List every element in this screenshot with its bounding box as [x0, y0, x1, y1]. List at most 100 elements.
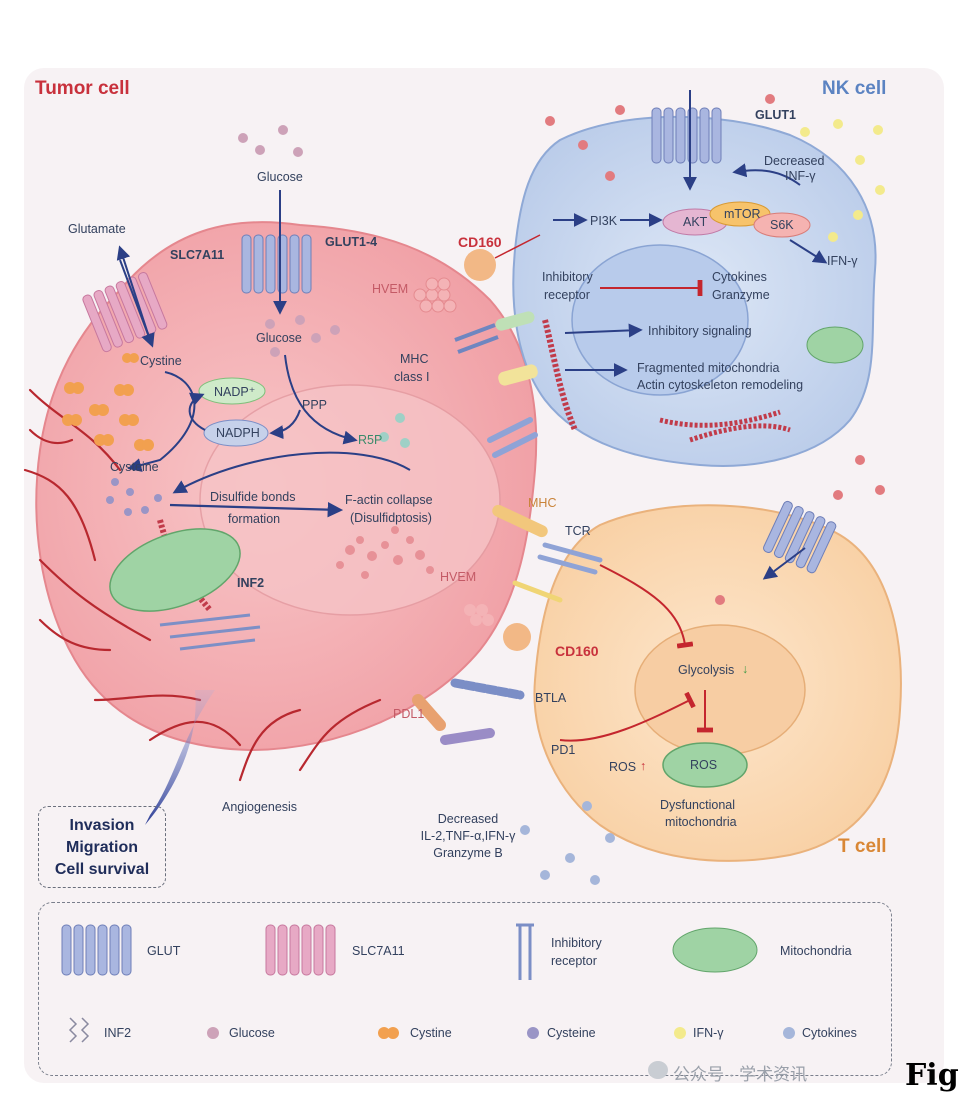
- pd1-inhibit-line: [559, 691, 696, 742]
- cystine-dots-nk: [545, 94, 885, 605]
- glucose-molecules: [238, 125, 340, 357]
- legend-ifn-label: IFN-γ: [693, 1026, 724, 1040]
- invasion-arrow: [145, 690, 215, 825]
- mtor-label: mTOR: [724, 207, 761, 221]
- pd1-label: PD1: [551, 743, 576, 757]
- btla-label: BTLA: [535, 691, 567, 705]
- hvem-mid-label: HVEM: [440, 570, 477, 584]
- nk-decreased-label-1: Decreased: [764, 154, 825, 168]
- tumor-mitochondrion: [109, 528, 241, 612]
- t-mitochondrion: [662, 742, 748, 788]
- endoplasmic-reticulum: [159, 613, 261, 651]
- pdl1-label: PDL1: [393, 707, 425, 721]
- hvem-top-label: HVEM: [372, 282, 409, 296]
- ppp-arrow: [284, 354, 358, 445]
- cd160-t-ligand: [503, 623, 531, 651]
- mhc-class1-label-1: MHC: [400, 352, 429, 366]
- cd160-t-label: CD160: [555, 643, 599, 659]
- factin-label-1: F-actin collapse: [345, 493, 433, 507]
- mhc-label: MHC: [528, 496, 557, 510]
- nk-receptor-green: [495, 311, 535, 331]
- ros-left-label: ROS: [609, 760, 637, 774]
- t-glucose-arrow: [762, 547, 806, 580]
- tcr-inhibit-line: [599, 564, 694, 649]
- t-decreased-label-2: IL-2,TNF-α,IFN-γ: [420, 829, 516, 843]
- inhib-signaling-label: Inhibitory signaling: [648, 324, 752, 338]
- nk-inhib-label-2: receptor: [544, 288, 590, 302]
- btla-chain: [450, 678, 525, 700]
- nk-nucleus: [571, 244, 749, 396]
- legend-cysteine-glyph: [527, 1027, 539, 1039]
- legend-glucose-label: Glucose: [229, 1026, 275, 1040]
- cysteine-label: Cysteine: [110, 460, 159, 474]
- cd160-nk-ligand: [464, 249, 496, 281]
- glut1-label: GLUT1: [755, 108, 796, 122]
- ifn-gamma-dots: [800, 119, 885, 242]
- glut14-label: GLUT1-4: [325, 235, 378, 249]
- angiogenesis-label: Angiogenesis: [222, 800, 298, 814]
- cystine-import-arrow: [119, 259, 155, 348]
- mhc-class1-label-2: class I: [394, 370, 430, 384]
- glut1-transporter: [651, 107, 722, 164]
- legend-cytokine-glyph: [783, 1027, 795, 1039]
- legend-inf2-glyph: [68, 1017, 90, 1043]
- glutamate-label: Glutamate: [68, 222, 126, 236]
- watermark-text: 公众号 · 学术资讯: [673, 1065, 808, 1084]
- to-cysteine-curve: [172, 451, 411, 494]
- akt-label: AKT: [683, 215, 708, 229]
- tumor-nucleus: [199, 384, 501, 616]
- cystine-label: Cystine: [140, 354, 182, 368]
- mhc-tcr-pair: [492, 504, 548, 538]
- legend-inhibitory-receptor-glyph: [516, 923, 534, 980]
- legend-inhib-label-2: receptor: [551, 954, 597, 968]
- legend-glucose-glyph: [207, 1027, 219, 1039]
- outcome-migration: Migration: [66, 839, 138, 856]
- actin-remod-label: Actin cytoskeleton remodeling: [637, 378, 804, 392]
- nk-cell-title: NK cell: [822, 78, 887, 99]
- pi3k-label: PI3K: [590, 214, 618, 228]
- pd1-chain: [440, 728, 495, 745]
- s6k-node: [753, 212, 811, 238]
- cytokines-label: Cytokines: [712, 270, 767, 284]
- glucose-top-label: Glucose: [257, 170, 303, 184]
- hvem-t-cluster: [464, 604, 494, 626]
- disulfide-label-1: Disulfide bonds: [210, 490, 296, 504]
- nadph-node: [203, 419, 269, 447]
- ifn-label: IFN-γ: [827, 254, 858, 268]
- nk-receptor-yellow: [498, 364, 538, 386]
- legend-cysteine-label: Cysteine: [547, 1026, 596, 1040]
- nk-actin-strand-1: [659, 409, 781, 428]
- frag-mito-label: Fragmented mitochondria: [637, 361, 780, 375]
- tumor-cell-title: Tumor cell: [35, 78, 130, 99]
- inhibitory-signaling-arrow: [564, 323, 643, 338]
- glycolysis-down-arrow: ↓: [742, 662, 749, 676]
- watermark-icon: [648, 1061, 668, 1079]
- legend-mito-label: Mitochondria: [780, 944, 852, 958]
- nk-decreased-label-2: INF-γ: [785, 169, 816, 183]
- legend-inhib-label-1: Inhibitory: [551, 936, 602, 950]
- disulfide-label-2: formation: [228, 512, 281, 526]
- cd160-nk-label: CD160: [458, 234, 502, 250]
- mhc-class1-receptor: [454, 323, 499, 354]
- legend-cytokines-label: Cytokines: [802, 1026, 857, 1040]
- t-decreased-label-3: Granzyme B: [433, 846, 503, 860]
- legend-cystine-glyph: [378, 1027, 399, 1039]
- r5p-label: R5P: [358, 433, 383, 447]
- outcome-cell-survival: Cell survival: [54, 861, 150, 878]
- t-glut-transporter: [763, 500, 837, 574]
- nk-inhib-label-1: Inhibitory: [542, 270, 593, 284]
- legend-ifn-glyph: [674, 1027, 686, 1039]
- outcome-invasion: Invasion: [69, 817, 135, 834]
- legend-cystine-label: Cystine: [410, 1026, 452, 1040]
- nadph-cycle-arrow: [188, 392, 206, 431]
- disulfide-arrow: [169, 501, 344, 518]
- factin-label-2: (Disulfidptosis): [350, 511, 432, 525]
- ppp-to-nadph-arrow: [269, 409, 301, 440]
- cytokine-dots: [520, 801, 615, 885]
- s6k-to-ifn-arrow: [789, 239, 828, 264]
- granzyme-label: Granzyme: [712, 288, 770, 302]
- outcome-box: Invasion Migration Cell survival: [38, 806, 166, 888]
- fig-label: Fig: [905, 1058, 959, 1093]
- legend-box: [38, 902, 892, 1076]
